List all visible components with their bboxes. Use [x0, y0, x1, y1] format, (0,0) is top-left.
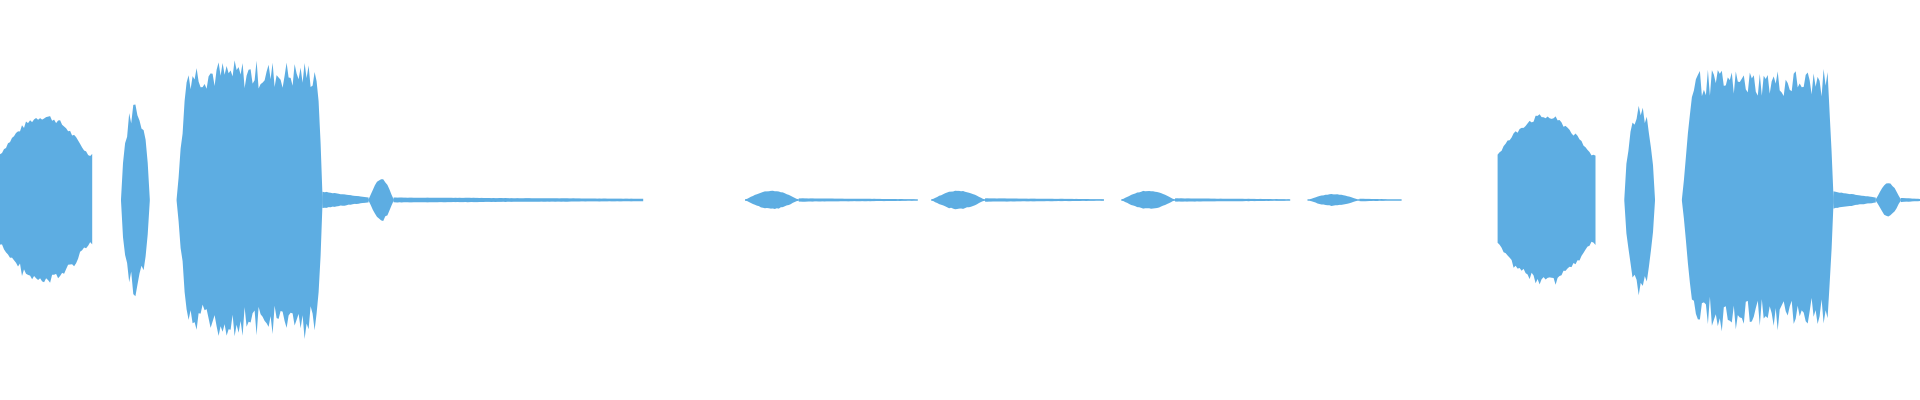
waveform-segment: [1359, 198, 1402, 202]
waveform-segment: [1900, 198, 1920, 203]
waveform-segment: [798, 198, 918, 202]
waveform-segment: [393, 197, 644, 203]
waveform-segment: [322, 191, 369, 208]
waveform-segment: [121, 104, 150, 297]
waveform-segment: [368, 179, 394, 221]
waveform-segment: [1121, 190, 1175, 209]
waveform-segment: [985, 198, 1104, 202]
waveform-segment: [745, 190, 799, 209]
waveform-segment: [931, 190, 985, 210]
waveform-segment: [1875, 183, 1901, 217]
waveform-segment: [1833, 191, 1876, 209]
waveform-segment: [1175, 198, 1291, 202]
waveform-segment: [1681, 69, 1834, 332]
waveform-segment: [176, 60, 323, 340]
waveform-segment: [1307, 194, 1360, 206]
waveform-segment: [0, 116, 93, 283]
waveform-segment: [1624, 105, 1655, 296]
waveform-segment: [1497, 114, 1596, 285]
